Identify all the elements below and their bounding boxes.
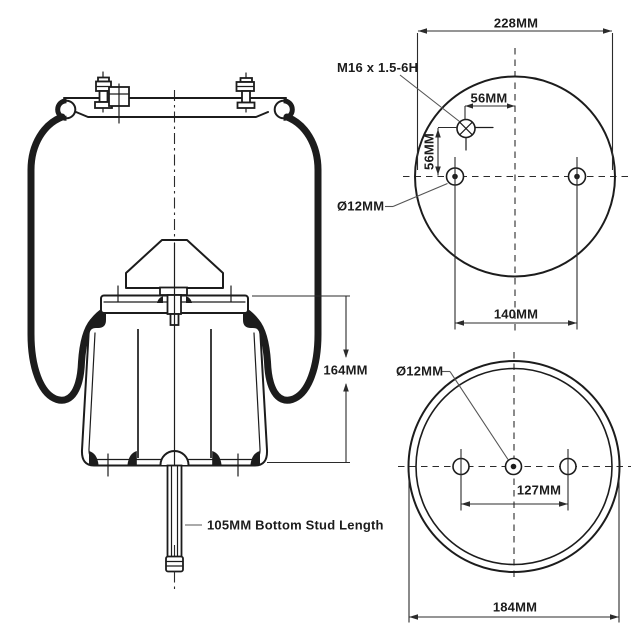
bumper-washer <box>159 286 188 296</box>
dim-228mm: 228MM <box>494 16 538 31</box>
dim-piston-height: 164MM <box>252 295 367 464</box>
label-thread: M16 x 1.5-6H <box>337 60 460 122</box>
bellows <box>27 113 322 404</box>
dim-overall-bottom: 184MM <box>408 472 620 623</box>
label-hole-dia-bottom: Ø12MM <box>396 364 509 460</box>
hole-dia-bottom-text: Ø12MM <box>396 364 443 379</box>
dim-184mm: 184MM <box>493 600 537 615</box>
dim-140mm: 140MM <box>494 307 538 322</box>
dim-port-offset-x: 56MM <box>464 91 515 120</box>
hole-dia-top-text: Ø12MM <box>337 199 384 214</box>
piston-outline-outer <box>407 360 621 573</box>
piston-outline-inner <box>415 367 613 566</box>
dim-hole-spacing-top: 140MM <box>455 307 577 326</box>
top-plate-outline <box>414 75 616 278</box>
dim-port-offset-y: 56MM <box>422 126 457 176</box>
top-view: 228MM 56MM 56MM M16 x 1.5-6H Ø12MM <box>337 16 631 332</box>
bottom-view: Ø12MM 127MM 184MM <box>396 352 631 623</box>
dim-overall-top: 228MM <box>416 16 614 170</box>
dim-56mm-vertical: 56MM <box>422 133 437 170</box>
dim-56mm-horizontal: 56MM <box>471 91 508 106</box>
note-bottom-stud: 105MM Bottom Stud Length <box>185 518 384 533</box>
dim-164mm: 164MM <box>323 363 367 378</box>
bellows-roll-right <box>242 309 268 356</box>
plate-bottom-edge <box>75 111 269 118</box>
thread-label-text: M16 x 1.5-6H <box>337 60 418 75</box>
bottom-stud-shaft <box>166 464 183 559</box>
air-port-symbol <box>456 118 494 151</box>
thread-leader <box>399 74 460 122</box>
top-stud-right <box>235 72 256 113</box>
air-fitting-block <box>108 83 130 124</box>
dim-hole-spacing-bottom: 127MM <box>461 483 568 507</box>
hole-dia-bottom-leader <box>449 371 509 460</box>
piston <box>80 242 269 477</box>
hole-dia-top-leader <box>392 182 448 208</box>
bellows-roll-left <box>81 309 107 356</box>
stud-note-text: 105MM Bottom Stud Length <box>207 518 384 533</box>
bottom-stud <box>165 464 184 589</box>
label-hole-dia-top: Ø12MM <box>337 182 448 214</box>
dim-127mm: 127MM <box>517 483 561 498</box>
side-view: 164MM 105MM Bottom Stud Length <box>27 71 384 589</box>
bottom-stud-thread <box>165 555 184 573</box>
